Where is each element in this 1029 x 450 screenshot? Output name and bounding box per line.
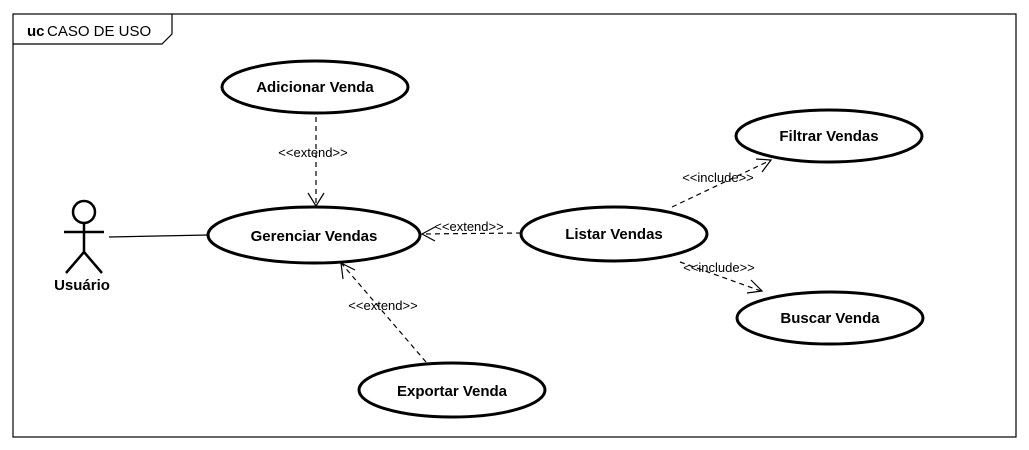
stereotype-label: <<include>> — [683, 260, 755, 275]
use-case-label: Listar Vendas — [565, 226, 663, 243]
use-case-ellipse — [206, 205, 422, 265]
stereotype-label: <<include>> — [682, 170, 754, 185]
use-case-exportar-venda[interactable]: Exportar Venda — [357, 361, 547, 419]
use-case-adicionar-venda[interactable]: Adicionar Venda — [220, 59, 410, 115]
frame-border — [12, 13, 1017, 438]
use-case-gerenciar-vendas[interactable]: Gerenciar Vendas — [206, 205, 422, 265]
use-case-filtrar-vendas[interactable]: Filtrar Vendas — [734, 108, 924, 164]
relation-extend-exportar: <<extend>> — [340, 261, 427, 363]
association-usuario-gerenciar — [108, 234, 209, 238]
arrow-head — [746, 279, 764, 294]
dependency-line — [671, 159, 772, 208]
stereotype-label: <<extend>> — [278, 145, 347, 160]
use-case-label: Exportar Venda — [397, 383, 508, 400]
relation-include-buscar: <<include>> — [679, 260, 764, 294]
use-case-label: Filtrar Vendas — [779, 128, 878, 145]
arrow-head — [755, 158, 773, 173]
use-case-buscar-venda[interactable]: Buscar Venda — [735, 290, 925, 346]
actor-usuario[interactable]: Usuário — [54, 199, 110, 294]
arrow-head — [420, 226, 436, 242]
actor-left-leg — [65, 251, 85, 274]
use-case-ellipse — [220, 59, 410, 115]
use-case-listar-vendas[interactable]: Listar Vendas — [519, 205, 709, 263]
actor-right-leg — [83, 251, 103, 274]
use-case-ellipse — [734, 108, 924, 164]
frame-name-tab — [13, 14, 173, 45]
frame-name: CASO DE USO — [47, 23, 151, 40]
dependency-line — [422, 232, 522, 235]
relation-extend-adicionar: <<extend>> — [278, 117, 348, 208]
use-case-ellipse — [519, 205, 709, 263]
use-case-ellipse — [357, 361, 547, 419]
relation-include-filtrar: <<include>> — [671, 158, 773, 208]
use-case-label: Buscar Venda — [780, 310, 880, 327]
use-case-ellipse — [735, 290, 925, 346]
dependency-line — [341, 263, 427, 363]
frame-keyword: uc — [27, 23, 45, 40]
stereotype-label: <<extend>> — [434, 219, 503, 234]
use-case-label: Gerenciar Vendas — [251, 228, 378, 245]
actor-name: Usuário — [54, 277, 110, 294]
relation-extend-listar: <<extend>> — [420, 219, 522, 242]
stereotype-label: <<extend>> — [348, 298, 417, 313]
use-case-label: Adicionar Venda — [256, 79, 374, 96]
diagram-frame: uc CASO DE USO — [12, 13, 1017, 438]
actor-head — [71, 199, 97, 225]
